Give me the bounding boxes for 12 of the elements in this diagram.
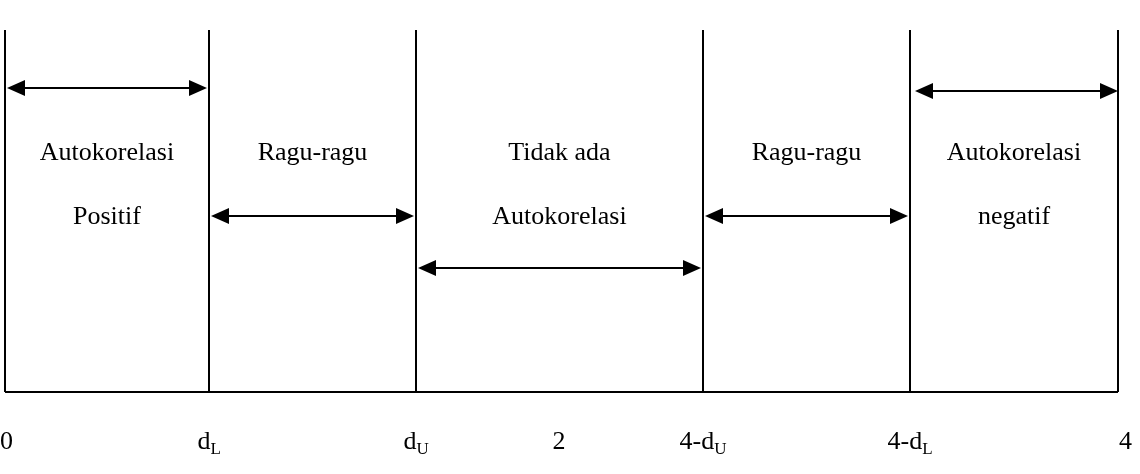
tick-label: 0 [0, 426, 13, 456]
tick-label: 2 [552, 426, 566, 456]
region-label: Autokorelasi Positif [38, 136, 176, 232]
tick-label: d$_{L}$ [197, 426, 221, 456]
region-label: Ragu-ragu [751, 136, 862, 168]
tick-label: 4-d$_{U}$ [679, 426, 727, 456]
region-label: Ragu-ragu [257, 136, 368, 168]
tick-label: 4-d$_{L}$ [887, 426, 933, 456]
region-label: Autokorelasi negatif [945, 136, 1083, 232]
region-label: Tidak ada Autokorelasi [491, 136, 628, 232]
tick-label: d$_{U}$ [403, 426, 429, 456]
tick-label: 4 [1119, 426, 1132, 456]
